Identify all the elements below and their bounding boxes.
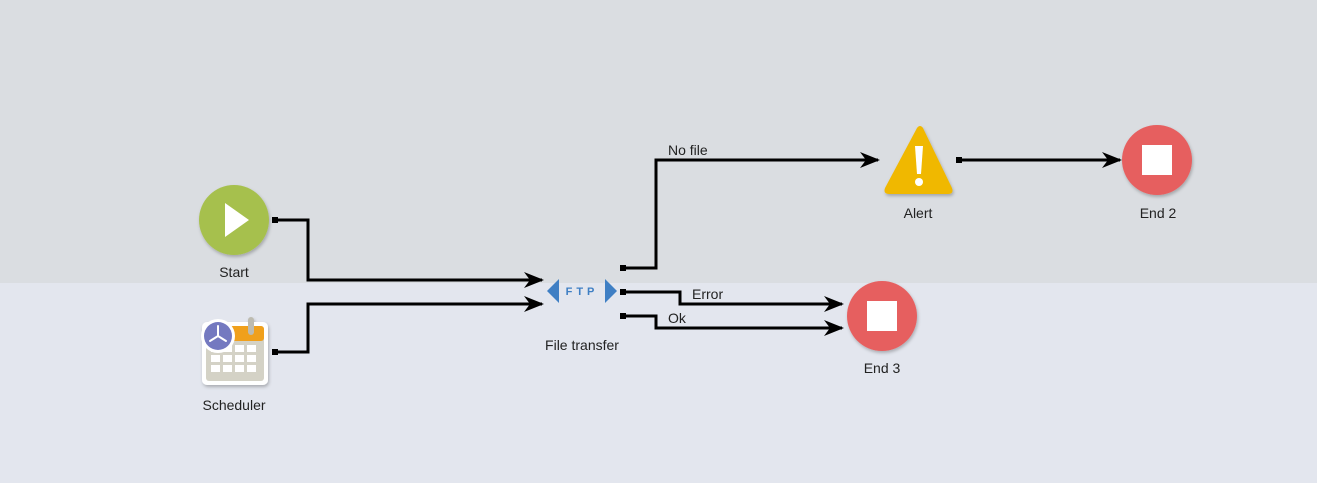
connector-start-to-file-transfer[interactable]	[272, 217, 544, 288]
scheduler-label: Scheduler	[202, 397, 266, 413]
start-node[interactable]	[199, 185, 269, 255]
connector-error-to-end3[interactable]	[620, 289, 844, 312]
stop-icon	[1142, 145, 1172, 175]
connector-no-file-to-alert[interactable]	[620, 152, 880, 271]
alert-label: Alert	[903, 205, 933, 221]
svg-text:FTP: FTP	[566, 286, 599, 298]
alert-node[interactable]	[884, 126, 953, 194]
scheduler-node[interactable]	[201, 317, 268, 385]
end2-node[interactable]	[1122, 125, 1192, 195]
connector-alert-to-end2[interactable]	[956, 152, 1122, 168]
transition-label-error: Error	[692, 286, 724, 302]
end2-label: End 2	[1139, 205, 1177, 221]
file-transfer-label: File transfer	[545, 337, 619, 353]
play-icon	[225, 203, 249, 237]
clock-icon	[201, 319, 235, 353]
file-transfer-node[interactable]: FTP	[547, 279, 617, 303]
connector-ok-to-end3[interactable]	[620, 313, 844, 336]
transition-label-ok: Ok	[668, 310, 686, 326]
ftp-icon: FTP	[547, 279, 617, 303]
start-label: Start	[219, 264, 249, 280]
end3-label: End 3	[863, 360, 901, 376]
end3-node[interactable]	[847, 281, 917, 351]
stop-icon	[867, 301, 897, 331]
connector-scheduler-to-file-transfer[interactable]	[272, 296, 544, 355]
transition-label-no-file: No file	[668, 142, 708, 158]
